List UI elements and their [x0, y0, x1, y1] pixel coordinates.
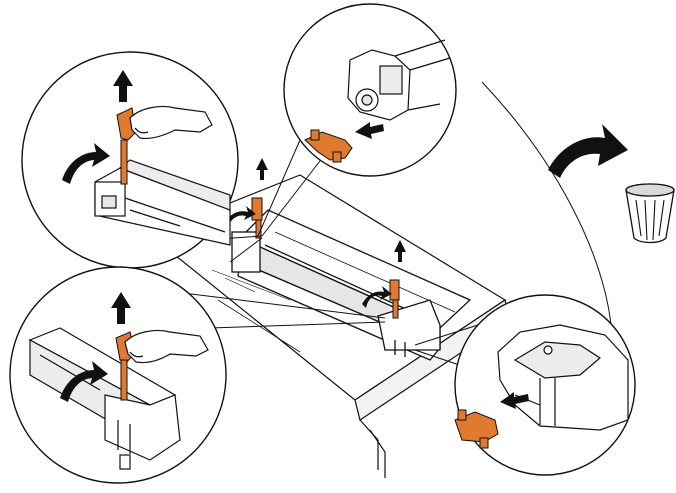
orange-clip-icon	[304, 129, 353, 163]
left-arrow-icon	[355, 122, 384, 139]
orange-clip-icon	[454, 409, 499, 449]
hand-icon	[129, 105, 213, 140]
left-arrow-icon	[500, 392, 529, 409]
hand-icon	[124, 329, 209, 364]
curved-arrow-icon	[60, 361, 108, 402]
trash-can-icon	[625, 183, 675, 244]
callout-pull-tape-bottom-left	[9, 266, 227, 484]
curved-arrow-icon	[548, 124, 628, 178]
curved-arrow-icon	[225, 206, 392, 308]
up-arrow-icon	[113, 70, 133, 102]
curved-arrow-icon	[62, 143, 110, 184]
callout-leader-lines	[174, 81, 613, 373]
up-arrow-icon	[111, 292, 131, 324]
callout-pull-tape-left	[21, 51, 239, 269]
orange-tape-tab-icon	[116, 107, 137, 185]
callout-remove-clip-right	[454, 294, 636, 476]
up-arrow-icon	[256, 158, 406, 262]
callout-remove-clip-top	[283, 3, 457, 177]
